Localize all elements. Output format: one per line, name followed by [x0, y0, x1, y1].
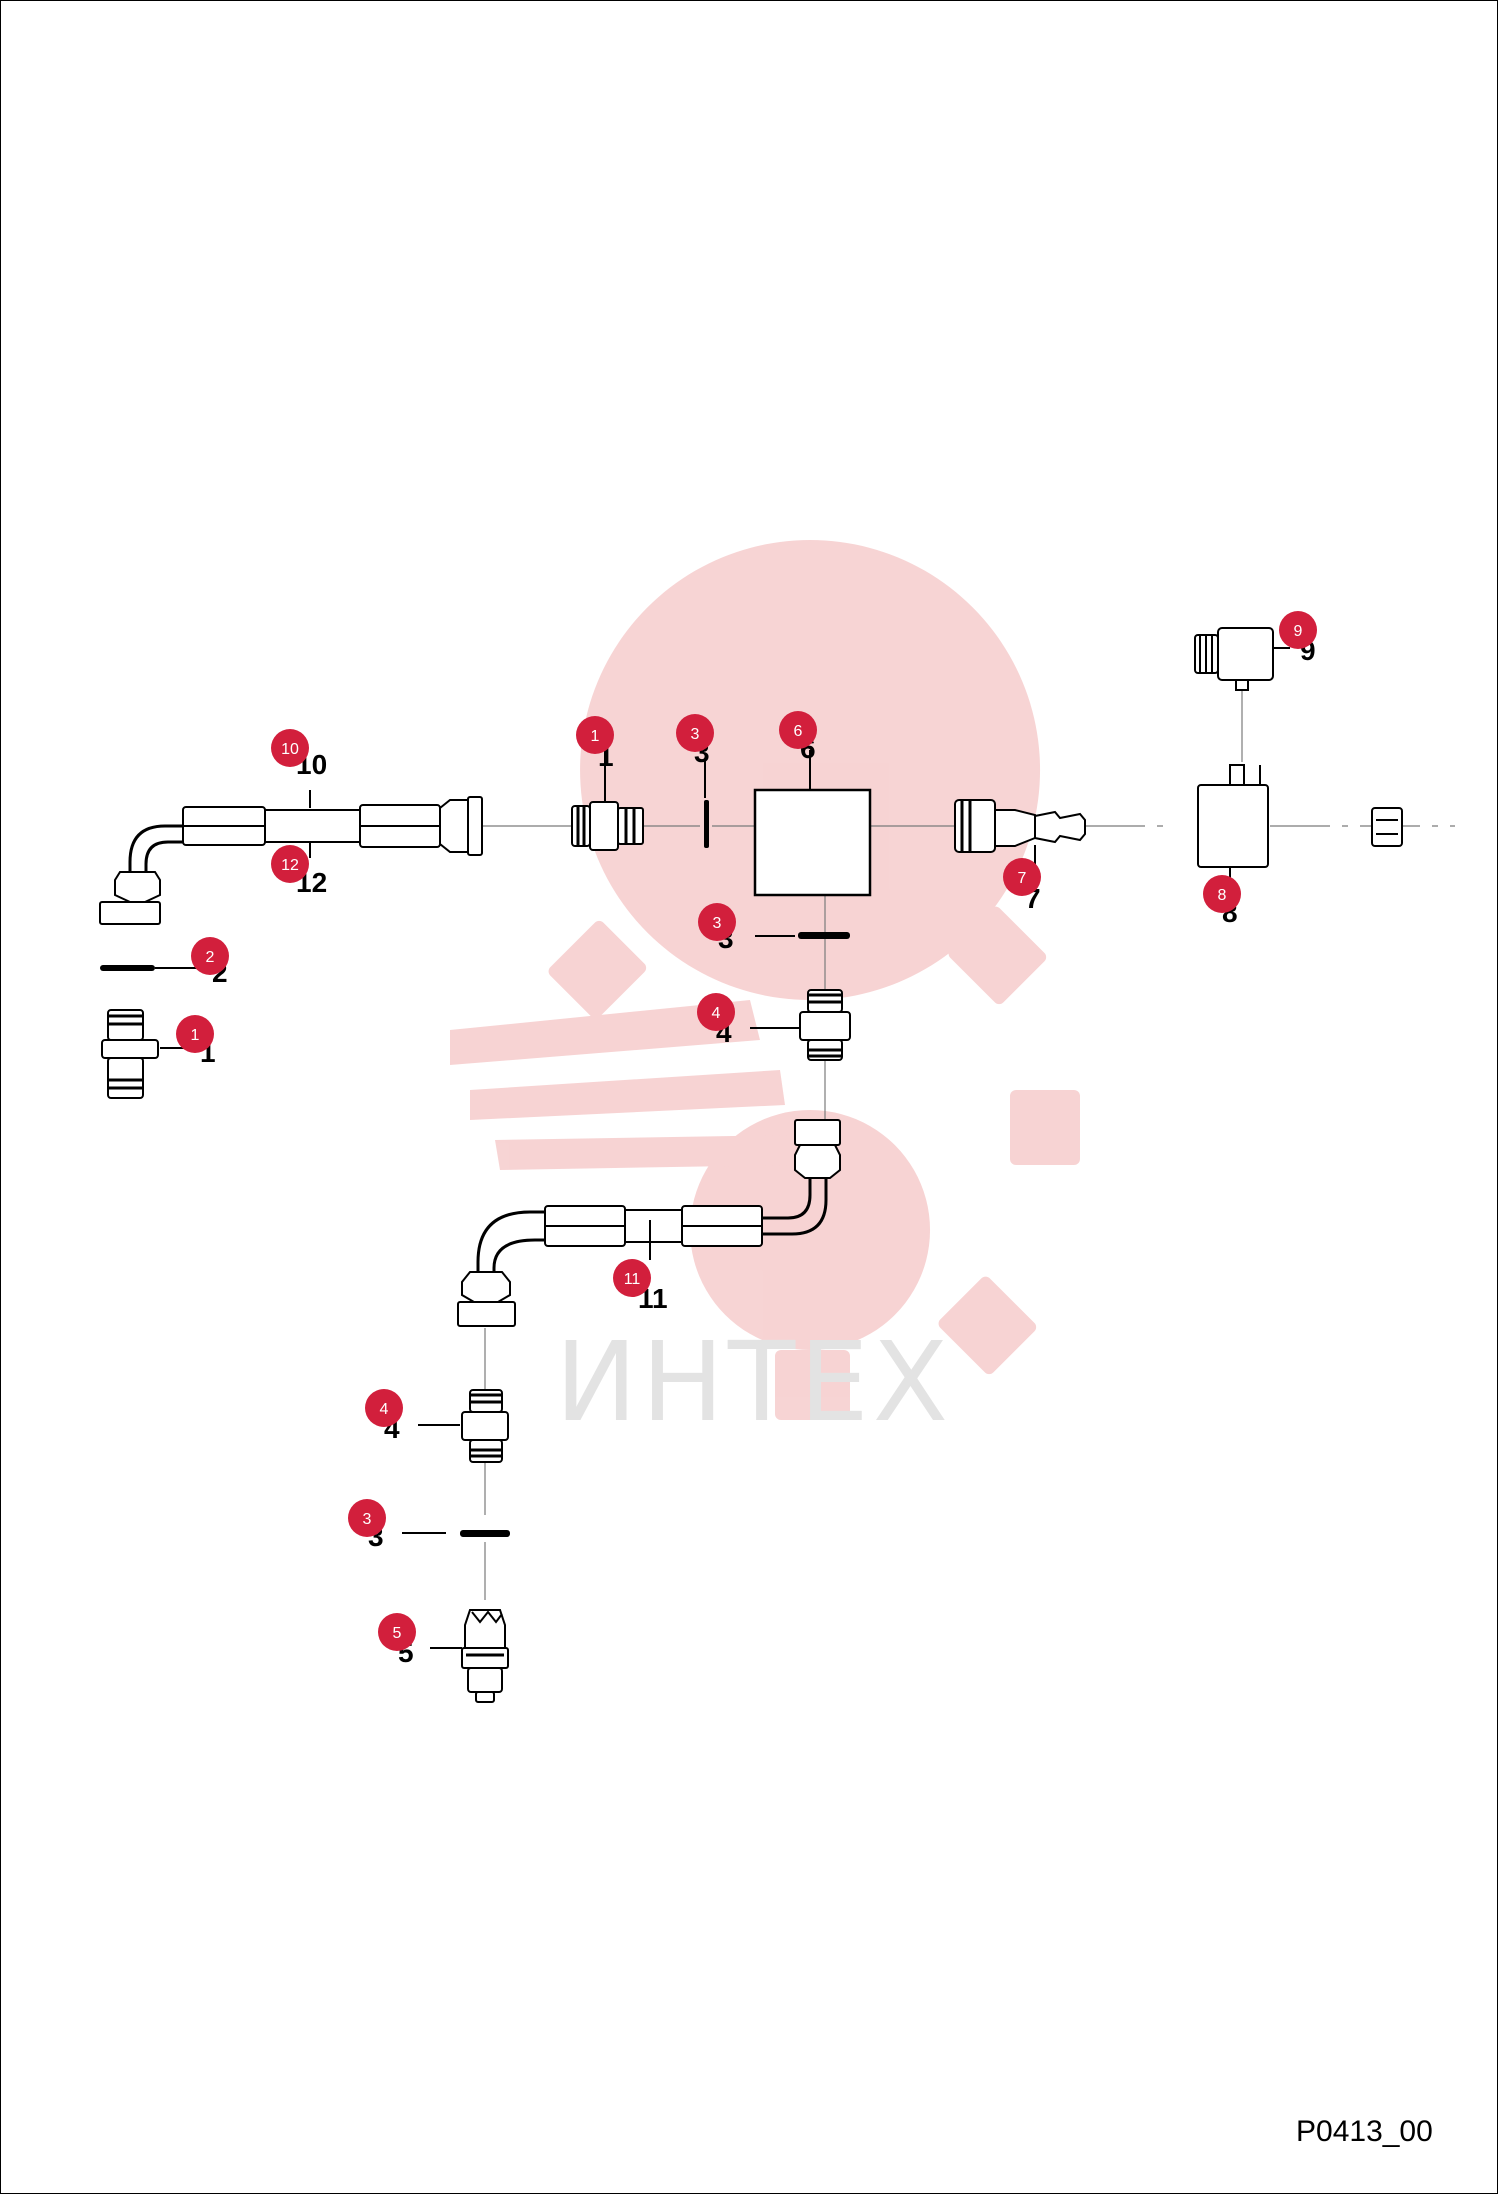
hose-assembly-10-12[interactable] — [99, 796, 483, 925]
connector-plug-9[interactable] — [1194, 627, 1274, 691]
svg-text:3: 3 — [713, 915, 722, 932]
badge-1-left[interactable]: 1 — [176, 1015, 214, 1053]
svg-text:4: 4 — [712, 1005, 721, 1022]
badge-10[interactable]: 10 — [271, 729, 309, 767]
adapter-4-top[interactable] — [799, 989, 851, 1061]
badge-9[interactable]: 9 — [1279, 611, 1317, 649]
svg-text:1: 1 — [191, 1027, 200, 1044]
svg-text:4: 4 — [380, 1401, 389, 1418]
badge-8[interactable]: 8 — [1203, 875, 1241, 913]
svg-text:12: 12 — [281, 857, 299, 874]
seal-ring-3-top[interactable] — [704, 800, 709, 848]
badge-3-middle[interactable]: 3 — [698, 903, 736, 941]
svg-text:2: 2 — [206, 949, 215, 966]
part-badges: 10 12 1 3 6 7 8 9 2 1 3 4 11 4 3 5 — [176, 611, 1317, 1651]
seal-ring-3-bottom[interactable] — [460, 1530, 510, 1537]
badge-6[interactable]: 6 — [779, 711, 817, 749]
watermark-gear — [450, 539, 1080, 1420]
hose-assembly-11[interactable] — [457, 1119, 841, 1327]
svg-text:8: 8 — [1218, 887, 1227, 904]
svg-text:11: 11 — [624, 1271, 641, 1288]
watermark-text: ИНТЕХ — [555, 1318, 952, 1446]
test-coupling-5[interactable] — [461, 1609, 509, 1703]
valve-block-6[interactable] — [753, 788, 872, 897]
badge-3-top[interactable]: 3 — [676, 714, 714, 752]
svg-text:10: 10 — [281, 741, 299, 758]
seal-ring-2[interactable] — [100, 965, 155, 971]
badge-11[interactable]: 11 — [613, 1259, 651, 1297]
adapter-1-left[interactable] — [101, 1009, 159, 1099]
badge-7[interactable]: 7 — [1003, 858, 1041, 896]
adapter-1-top[interactable] — [571, 801, 644, 851]
seal-ring-3-middle[interactable] — [798, 932, 850, 939]
svg-text:7: 7 — [1018, 870, 1027, 887]
adapter-4-bottom[interactable] — [461, 1389, 509, 1463]
svg-text:5: 5 — [393, 1625, 402, 1642]
hose-barb-fitting-7[interactable] — [954, 799, 1086, 853]
badge-5[interactable]: 5 — [378, 1613, 416, 1651]
badge-4-top[interactable]: 4 — [697, 993, 735, 1031]
solenoid-coil-8[interactable] — [1197, 764, 1269, 868]
badge-1-top[interactable]: 1 — [576, 716, 614, 754]
badge-3-bottom[interactable]: 3 — [348, 1499, 386, 1537]
end-nut[interactable] — [1371, 807, 1403, 847]
svg-text:6: 6 — [794, 723, 803, 740]
svg-text:3: 3 — [363, 1511, 372, 1528]
svg-text:1: 1 — [591, 728, 600, 745]
badge-4-bottom[interactable]: 4 — [365, 1389, 403, 1427]
svg-text:9: 9 — [1294, 623, 1303, 640]
drawing-id: P0413_00 — [1296, 2115, 1433, 2148]
badge-2[interactable]: 2 — [191, 937, 229, 975]
badge-12[interactable]: 12 — [271, 845, 309, 883]
svg-text:3: 3 — [691, 726, 700, 743]
